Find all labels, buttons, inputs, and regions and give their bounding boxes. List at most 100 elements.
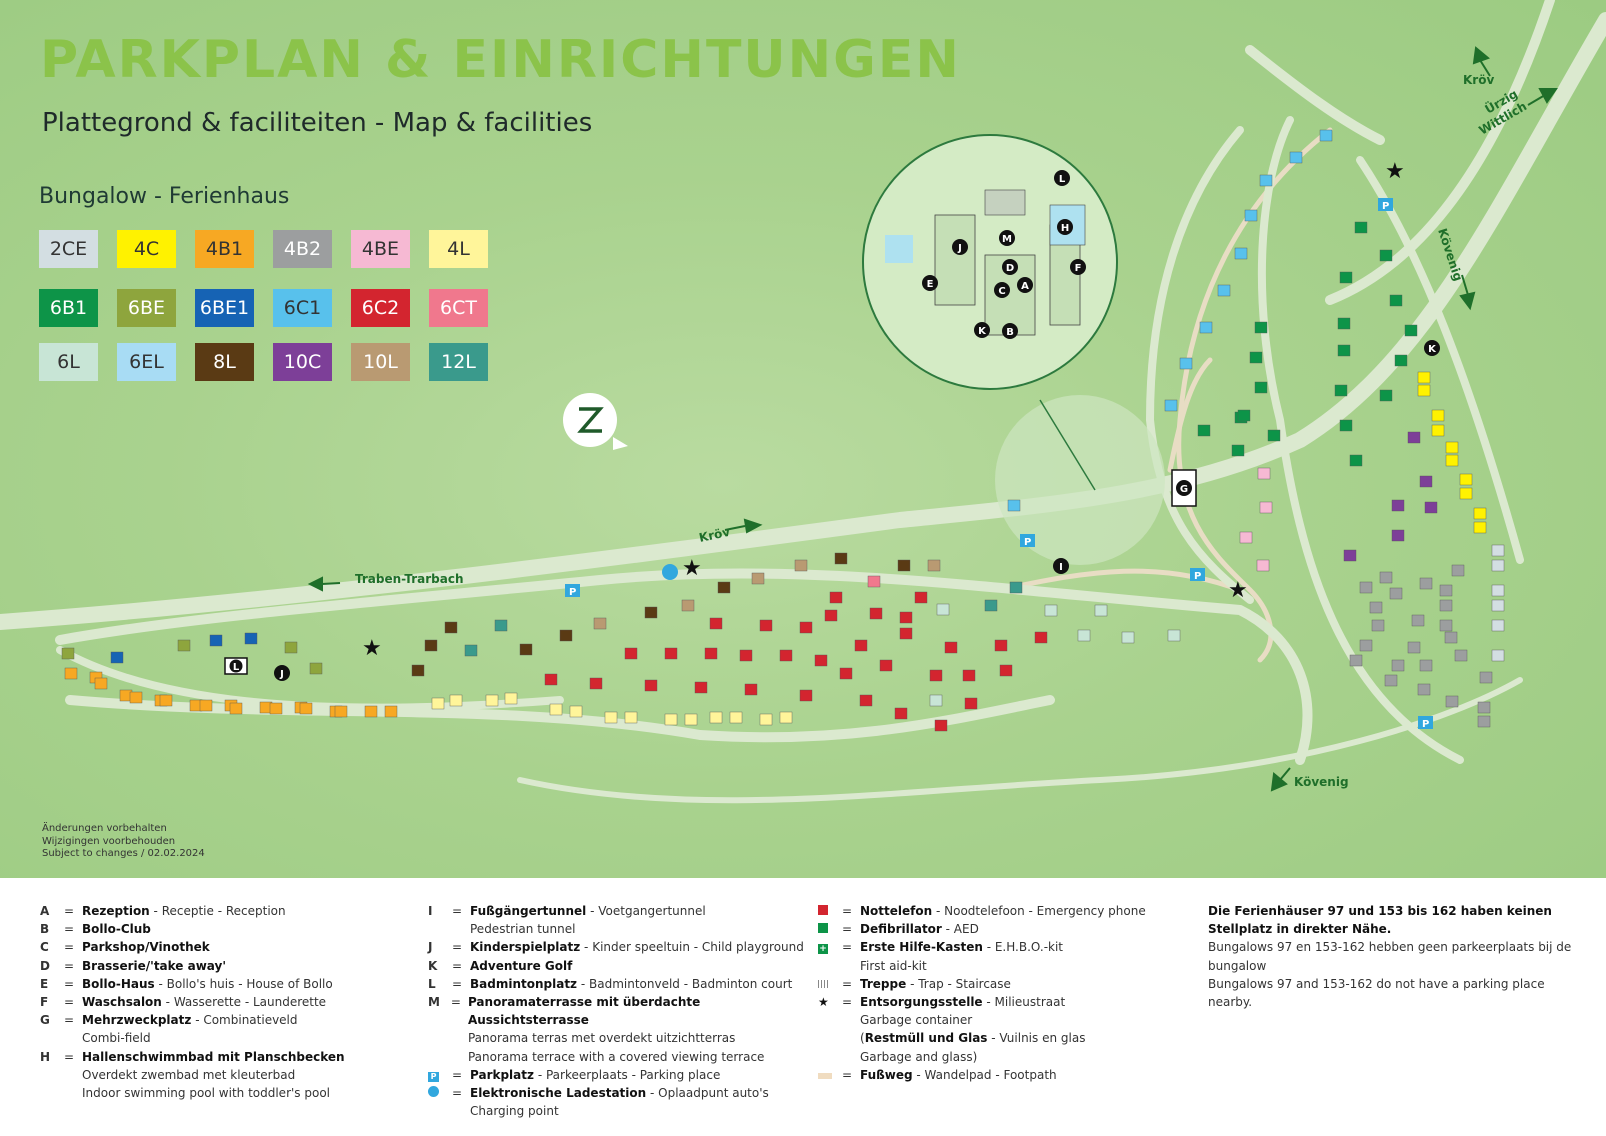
bungalow-4b2 bbox=[1371, 619, 1385, 632]
bungalow-4l bbox=[431, 697, 445, 710]
legend-equals bbox=[842, 1029, 860, 1065]
svg-text:E: E bbox=[927, 279, 934, 290]
bungalow-6c2 bbox=[839, 667, 853, 680]
legend-equals: = bbox=[842, 940, 853, 955]
bungalow-6l bbox=[1121, 631, 1135, 644]
bungalow-4b2 bbox=[1359, 581, 1373, 594]
legend-item: =Fußweg - Wandelpad - Footpath bbox=[818, 1066, 1198, 1084]
area-circle bbox=[995, 395, 1165, 565]
svg-text:★: ★ bbox=[362, 636, 382, 661]
legend-key: I bbox=[428, 904, 433, 918]
legend-key: A bbox=[40, 904, 50, 918]
bungalow-4c bbox=[1459, 473, 1473, 486]
bungalow-4c bbox=[1473, 507, 1487, 520]
legend-equals: = bbox=[452, 976, 463, 991]
bungalow-4b2 bbox=[1369, 601, 1383, 614]
legend-item: D=Brasserie/'take away' bbox=[40, 957, 420, 975]
note-nl: Bungalows 97 en 153-162 hebben geen park… bbox=[1208, 940, 1572, 973]
bungalow-4b2 bbox=[1439, 584, 1453, 597]
bungalow-swatch-4be: 4BE bbox=[351, 230, 410, 268]
bungalow-4b2 bbox=[1389, 587, 1403, 600]
bungalow-4b2 bbox=[1391, 659, 1405, 672]
bungalow-swatch-10c: 10C bbox=[273, 343, 332, 381]
legend-equals: = bbox=[452, 958, 463, 973]
bungalow-2ce bbox=[1491, 559, 1505, 572]
bungalow-4b2 bbox=[1477, 701, 1491, 714]
legend-equals: = bbox=[452, 904, 463, 918]
svg-text:I: I bbox=[1059, 562, 1063, 573]
bungalow-4c bbox=[1445, 441, 1459, 454]
bungalow-4be bbox=[1257, 467, 1271, 480]
bungalow-4c bbox=[1473, 521, 1487, 534]
bungalow-6c2 bbox=[854, 639, 868, 652]
bungalow-10l bbox=[751, 572, 765, 585]
bungalow-6c2 bbox=[929, 669, 943, 682]
bungalow-4l bbox=[664, 713, 678, 726]
bungalow-2ce bbox=[1491, 544, 1505, 557]
bungalow-4b2 bbox=[1384, 674, 1398, 687]
legend-equals: = bbox=[64, 940, 75, 955]
bungalow-6c2 bbox=[1034, 631, 1048, 644]
svg-text:A: A bbox=[1021, 281, 1029, 292]
bungalow-6c2 bbox=[799, 689, 813, 702]
legend-text: Fußweg - Wandelpad - Footpath bbox=[860, 1067, 1057, 1082]
bungalow-6be1 bbox=[110, 651, 124, 664]
legend-text: Bollo-Haus - Bollo's huis - House of Bol… bbox=[82, 976, 333, 991]
legend-equals: = bbox=[842, 976, 853, 991]
legend-key-blank bbox=[818, 1029, 842, 1065]
legend-key: E bbox=[40, 976, 49, 991]
note-bold: Die Ferienhäuser 97 und 153 bis 162 habe… bbox=[1208, 904, 1552, 937]
bungalow-6c2 bbox=[644, 679, 658, 692]
bungalow-4l bbox=[569, 705, 583, 718]
bungalow-10l bbox=[927, 559, 941, 572]
legend-item: E=Bollo-Haus - Bollo's huis - House of B… bbox=[40, 975, 420, 993]
legend-text: Nottelefon - Noodtelefoon - Emergency ph… bbox=[860, 904, 1146, 918]
bungalow-6c2 bbox=[879, 659, 893, 672]
bungalow-8l bbox=[411, 664, 425, 677]
legend-key: K bbox=[428, 958, 438, 973]
bungalow-4b2 bbox=[1445, 695, 1459, 708]
legend-item: J=Kinderspielplatz - Kinder speeltuin - … bbox=[428, 938, 808, 956]
legend-key: H bbox=[40, 1049, 51, 1064]
bungalow-10l bbox=[593, 617, 607, 630]
map-canvas: ★ ★ ★ ★ P P P P P Traben-Trarbach Kröv bbox=[0, 0, 1606, 804]
bungalow-4l bbox=[604, 711, 618, 724]
svg-text:★: ★ bbox=[1228, 578, 1248, 603]
bungalow-6c2 bbox=[899, 611, 913, 624]
legend-key: C bbox=[40, 940, 49, 955]
legend-text: Adventure Golf bbox=[470, 958, 573, 973]
bungalow-6be bbox=[61, 647, 75, 660]
bungalow-12l bbox=[494, 619, 508, 632]
bungalow-6b1 bbox=[1339, 419, 1353, 432]
bungalow-6c1 bbox=[1217, 284, 1231, 297]
bungalow-6c2 bbox=[944, 641, 958, 654]
bungalow-4c bbox=[1431, 409, 1445, 422]
legend-equals: = bbox=[452, 1086, 463, 1101]
bungalow-6c2 bbox=[899, 627, 913, 640]
aed-icon bbox=[818, 920, 842, 938]
bungalow-swatch-6be: 6BE bbox=[117, 289, 176, 327]
svg-text:L: L bbox=[1059, 174, 1066, 185]
bungalow-6c1 bbox=[1319, 129, 1333, 142]
bungalow-6c2 bbox=[709, 617, 723, 630]
bungalow-6c2 bbox=[694, 681, 708, 694]
bungalow-6c2 bbox=[859, 694, 873, 707]
bungalow-10c bbox=[1419, 475, 1433, 488]
bungalow-6b1 bbox=[1254, 321, 1268, 334]
park-map: ★ ★ ★ ★ P P P P P Traben-Trarbach Kröv bbox=[0, 0, 1606, 878]
bungalow-6c2 bbox=[869, 607, 883, 620]
bungalow-10c bbox=[1407, 431, 1421, 444]
bungalow-4c bbox=[1417, 371, 1431, 384]
bungalow-6b1 bbox=[1334, 384, 1348, 397]
charging-icon bbox=[428, 1084, 452, 1120]
legend-equals: = bbox=[64, 1013, 75, 1028]
legend-equals: = bbox=[450, 995, 461, 1010]
bungalow-8l bbox=[424, 639, 438, 652]
bungalow-4l bbox=[485, 694, 499, 707]
bungalow-6c2 bbox=[894, 707, 908, 720]
